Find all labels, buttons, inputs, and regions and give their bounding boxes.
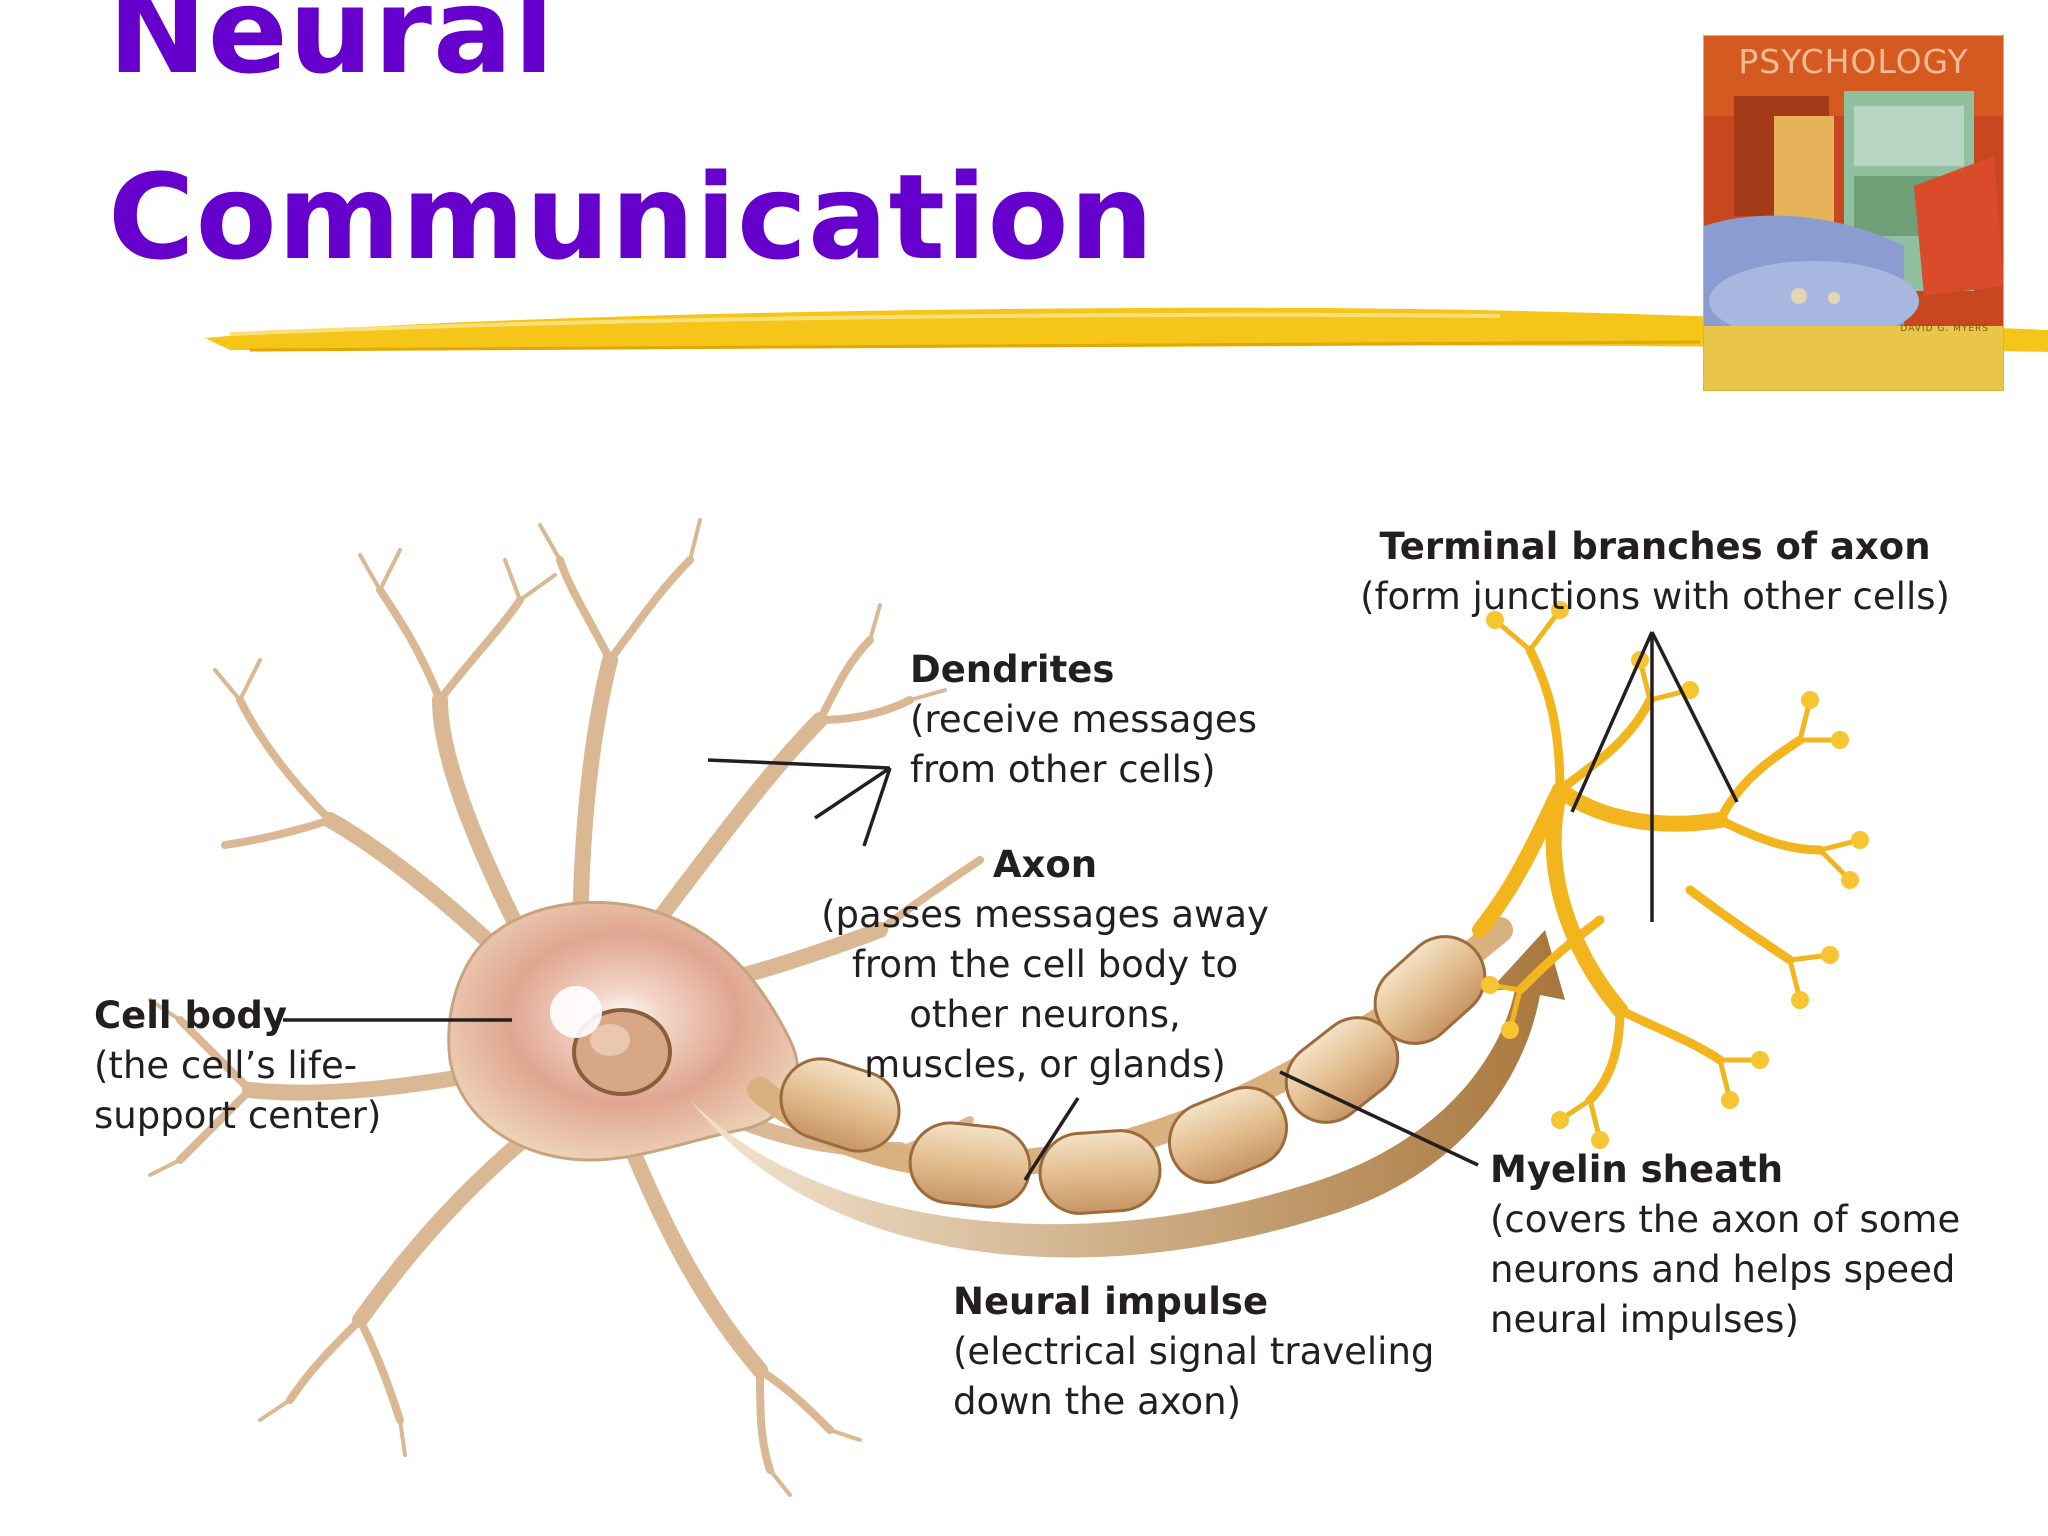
book-cover-image: PSYCHOLOGY DAVID G. MYERS [1703, 35, 2004, 391]
label-myelin-sheath: Myelin sheath (covers the axon of some n… [1490, 1145, 1960, 1345]
book-cover-title: PSYCHOLOGY [1738, 42, 1969, 81]
label-myelin-sheath-desc-2: neurons and helps speed [1490, 1248, 1956, 1291]
label-terminal-branches-desc: (form junctions with other cells) [1360, 575, 1950, 618]
label-axon-desc-4: muscles, or glands) [864, 1043, 1226, 1086]
label-neural-impulse-heading: Neural impulse [953, 1280, 1269, 1323]
label-dendrites: Dendrites (receive messages from other c… [910, 645, 1257, 795]
label-neural-impulse: Neural impulse (electrical signal travel… [953, 1277, 1434, 1427]
label-terminal-branches-heading: Terminal branches of axon [1379, 525, 1931, 568]
label-cell-body: Cell body (the cell’s life- support cent… [94, 991, 381, 1141]
label-cell-body-heading: Cell body [94, 994, 288, 1037]
label-myelin-sheath-desc-3: neural impulses) [1490, 1298, 1799, 1341]
label-myelin-sheath-desc-1: (covers the axon of some [1490, 1198, 1961, 1241]
label-axon-heading: Axon [992, 843, 1098, 886]
highlight-brush-stroke [205, 307, 2048, 352]
slide-title-line-2: Communication [108, 148, 1155, 286]
label-myelin-sheath-heading: Myelin sheath [1490, 1148, 1784, 1191]
label-terminal-branches: Terminal branches of axon (form junction… [1330, 522, 1980, 622]
label-dendrites-desc-2: from other cells) [910, 748, 1216, 791]
label-dendrites-heading: Dendrites [910, 648, 1115, 691]
label-axon-desc-2: from the cell body to [851, 943, 1239, 986]
label-dendrites-desc-1: (receive messages [910, 698, 1257, 741]
book-cover-author: DAVID G. MYERS [1900, 324, 1989, 334]
label-cell-body-desc-2: support center) [94, 1094, 382, 1137]
label-neural-impulse-desc-1: (electrical signal traveling [953, 1330, 1435, 1373]
leader-lines [283, 631, 1739, 1181]
terminal-branches [1472, 601, 1869, 1149]
neural-impulse-arrow [690, 930, 1565, 1258]
label-axon: Axon (passes messages away from the cell… [795, 840, 1295, 1090]
label-axon-desc-3: other neurons, [909, 993, 1181, 1036]
label-axon-desc-1: (passes messages away [821, 893, 1269, 936]
book-cover-painting [1704, 36, 2003, 390]
label-neural-impulse-desc-2: down the axon) [953, 1380, 1242, 1423]
label-cell-body-desc-1: (the cell’s life- [94, 1044, 358, 1087]
slide-title-line-1: Neural [108, 0, 556, 100]
